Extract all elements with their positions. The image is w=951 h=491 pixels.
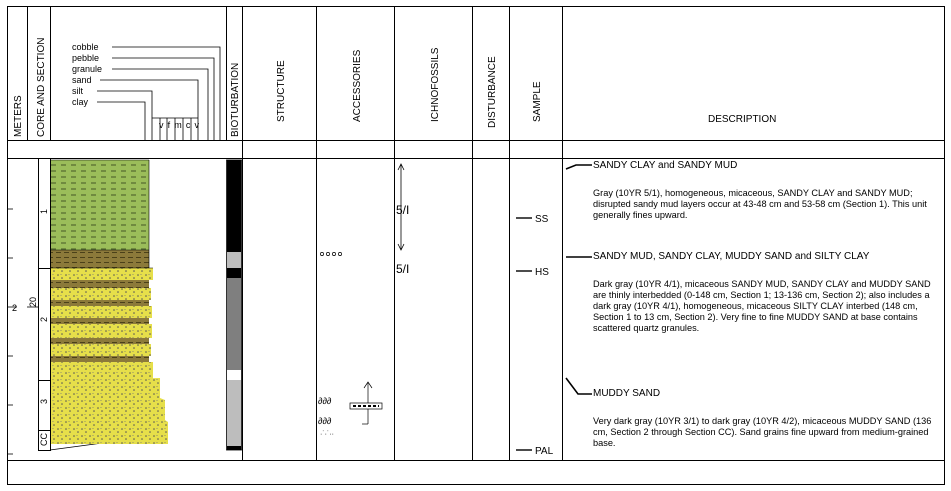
core-number: 20 [28, 297, 38, 307]
section-3: 3 [39, 399, 49, 404]
accessories-header: ACCESSORIES [352, 49, 363, 122]
structure-header: STRUCTURE [276, 60, 287, 122]
grain-clay: clay [72, 97, 89, 107]
description-header: DESCRIPTION [708, 114, 776, 125]
figure-frame [7, 6, 945, 485]
bioturbation-header: BIOTURBATION [230, 63, 241, 137]
grain-sand: sand [72, 75, 92, 85]
grain-size-legend: cobble pebble granule sand silt clay v f… [72, 42, 221, 140]
ichnofossil-label-1: 5/I [396, 203, 409, 217]
disturbance-header: DISTURBANCE [487, 56, 498, 128]
column-dividers [27, 6, 563, 460]
accessories-symbols: ∂∂∂ ∂∂∂ ·˙·˙·· [318, 252, 383, 438]
unit-3-description: Very dark gray (10YR 3/1) to dark gray (… [593, 416, 932, 448]
sample-ss: SS [535, 214, 549, 225]
svg-text:∂∂∂: ∂∂∂ [318, 416, 332, 426]
depth-label: 2 [12, 303, 17, 313]
unit-2-title: SANDY MUD, SANDY CLAY, MUDDY SAND and SI… [593, 251, 870, 262]
core-section-header: CORE AND SECTION [36, 38, 47, 137]
unit-markers [565, 164, 592, 395]
samples [516, 217, 532, 451]
grain-silt: silt [72, 86, 83, 96]
section-column [38, 158, 51, 451]
meters-header: METERS [13, 95, 24, 137]
bioturbation-bar [226, 159, 242, 451]
sample-header: SAMPLE [532, 81, 543, 122]
grain-granule: granule [72, 64, 102, 74]
sample-hs: HS [535, 267, 549, 278]
unit-2-description: Dark gray (10YR 4/1), micaceous SANDY MU… [593, 279, 931, 333]
grain-pebble: pebble [72, 53, 99, 63]
section-cc: CC [39, 433, 49, 446]
sand-subclasses: v f m c v [159, 120, 200, 130]
svg-text:∂∂∂: ∂∂∂ [318, 396, 332, 406]
section-2: 2 [39, 317, 49, 322]
grain-cobble: cobble [72, 42, 99, 52]
unit-1-description: Gray (10YR 5/1), homogeneous, micaceous,… [593, 188, 927, 220]
svg-text:·˙·˙··: ·˙·˙·· [320, 430, 334, 438]
ichnofossil-label-2: 5/I [396, 262, 409, 276]
sample-pal: PAL [535, 446, 554, 457]
section-1: 1 [39, 209, 49, 214]
ichnofossils-header: ICHNOFOSSILS [430, 47, 441, 122]
unit-3-title: MUDDY SAND [593, 388, 661, 399]
lithology-log [51, 159, 168, 444]
ichnofossil-range [397, 163, 405, 251]
depth-scale: 2 20 [7, 208, 38, 455]
unit-1-title: SANDY CLAY and SANDY MUD [593, 160, 738, 171]
